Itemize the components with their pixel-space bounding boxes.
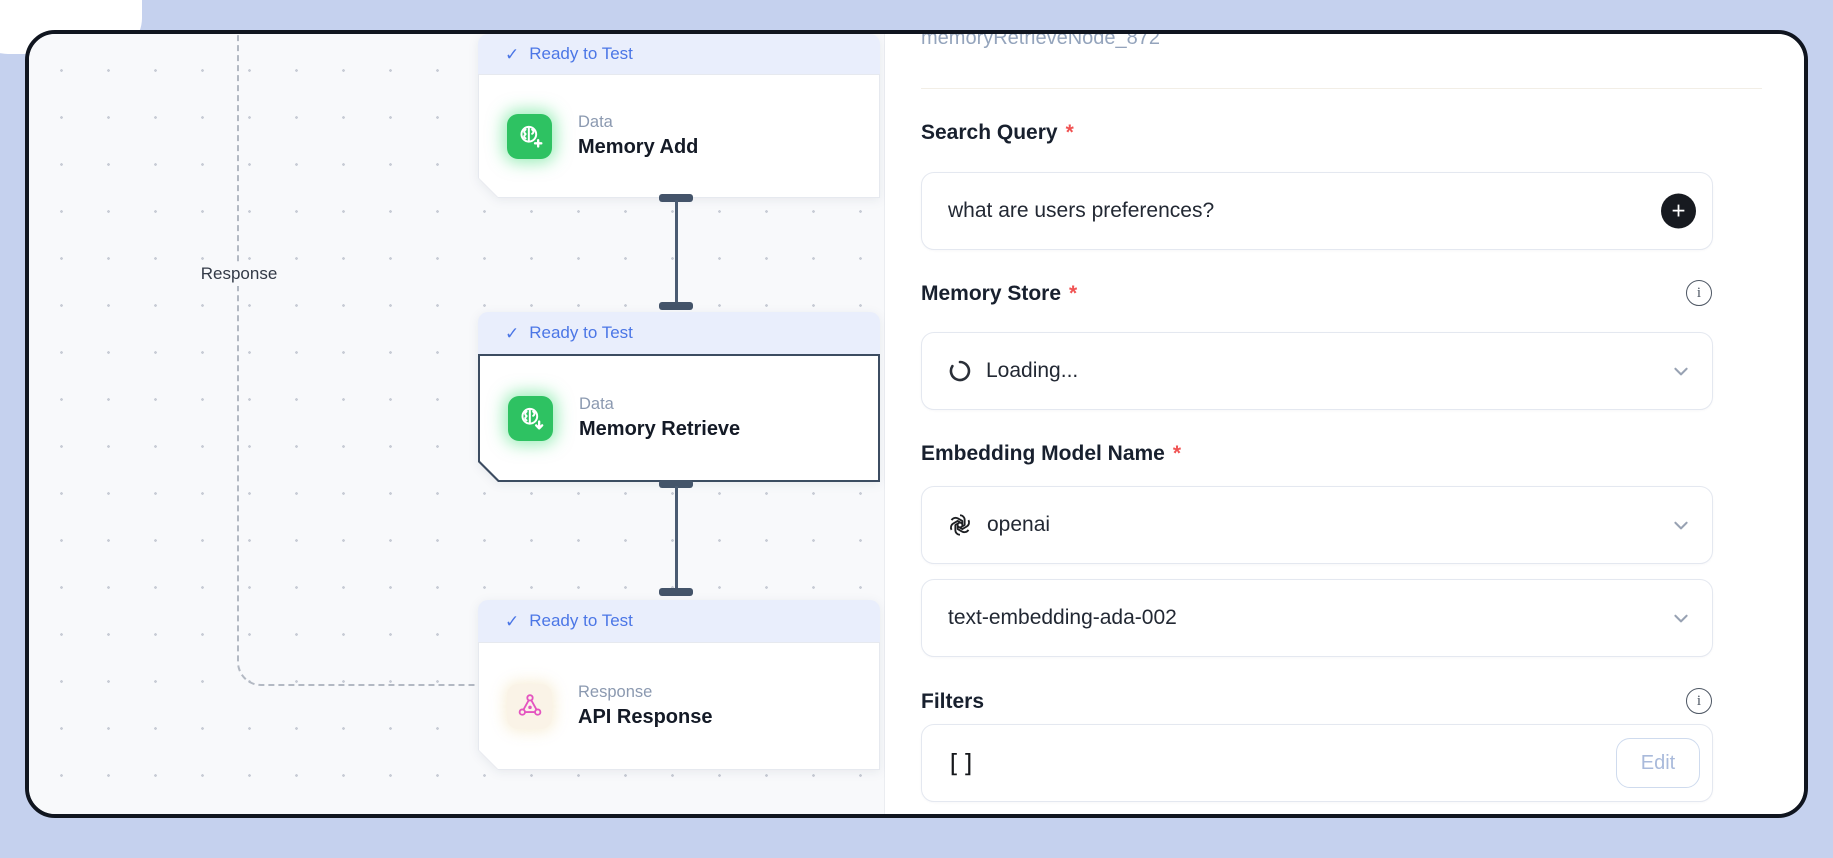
connector-handle[interactable] <box>659 194 693 202</box>
search-query-value: what are users preferences? <box>948 199 1215 222</box>
search-query-input[interactable]: what are users preferences? + <box>921 172 1713 250</box>
node-memory-add[interactable]: ✓ Ready to Test Data Memory Add <box>478 34 880 198</box>
check-icon: ✓ <box>505 611 520 631</box>
memory-store-select[interactable]: Loading... <box>921 332 1713 410</box>
status-badge-label: Ready to Test <box>529 323 633 342</box>
node-memory-retrieve[interactable]: ✓ Ready to Test Data Memory Retrieve <box>478 312 880 482</box>
embedding-model-label: Embedding Model Name* <box>921 442 1182 465</box>
memory-add-icon <box>507 114 552 159</box>
filters-label: Filters <box>921 690 985 713</box>
chevron-down-icon <box>1674 367 1688 376</box>
loading-spinner-icon <box>949 360 971 382</box>
node-title: Memory Add <box>578 136 699 158</box>
connector-edge <box>675 200 678 306</box>
node-title: API Response <box>578 706 713 728</box>
filters-edit-button[interactable]: Edit <box>1616 738 1700 788</box>
node-api-response[interactable]: ✓ Ready to Test Response API Response <box>478 600 880 770</box>
required-marker: * <box>1069 282 1078 305</box>
node-id-title: memoryRetrieveNode_872 <box>921 30 1161 49</box>
memory-store-value: Loading... <box>986 359 1079 382</box>
memory-store-label: Memory Store* <box>921 282 1078 305</box>
status-badge: ✓ Ready to Test <box>478 312 880 354</box>
node-title: Memory Retrieve <box>579 418 741 440</box>
edge-label-response: Response <box>168 262 310 286</box>
divider <box>921 88 1762 89</box>
response-edge-dashed-line <box>237 34 484 686</box>
filters-field[interactable]: [] Edit <box>921 724 1713 802</box>
status-badge: ✓ Ready to Test <box>478 600 880 642</box>
add-variable-button[interactable]: + <box>1661 193 1696 229</box>
memory-retrieve-icon <box>508 396 553 441</box>
required-marker: * <box>1065 121 1074 144</box>
app-window: Response ✓ Ready to Test Data Memory Add <box>25 30 1808 818</box>
embedding-model-select[interactable]: text-embedding-ada-002 <box>921 579 1713 657</box>
connector-edge <box>675 486 678 592</box>
node-category: Data <box>579 395 614 413</box>
openai-logo-icon <box>950 514 970 536</box>
info-icon[interactable]: i <box>1686 688 1712 714</box>
connector-handle[interactable] <box>659 480 693 488</box>
connector-handle[interactable] <box>659 588 693 596</box>
flow-canvas[interactable]: Response ✓ Ready to Test Data Memory Add <box>29 34 885 814</box>
embedding-provider-value: openai <box>987 513 1051 536</box>
embedding-model-value: text-embedding-ada-002 <box>948 606 1177 629</box>
status-badge-label: Ready to Test <box>529 611 633 630</box>
filters-value: [] <box>946 748 977 778</box>
chevron-down-icon <box>1674 614 1688 623</box>
info-icon[interactable]: i <box>1686 280 1712 306</box>
connector-handle[interactable] <box>659 302 693 310</box>
status-badge: ✓ Ready to Test <box>478 34 880 74</box>
embedding-provider-select[interactable]: openai <box>921 486 1713 564</box>
search-query-label: Search Query* <box>921 121 1074 144</box>
node-category: Response <box>578 683 653 701</box>
required-marker: * <box>1172 442 1182 465</box>
check-icon: ✓ <box>505 323 520 343</box>
status-badge-label: Ready to Test <box>529 44 633 63</box>
chevron-down-icon <box>1674 521 1688 530</box>
node-properties-panel: memoryRetrieveNode_872 Search Query* wha… <box>885 34 1804 814</box>
check-icon: ✓ <box>505 44 520 64</box>
node-category: Data <box>578 113 613 131</box>
api-response-icon <box>507 684 552 729</box>
